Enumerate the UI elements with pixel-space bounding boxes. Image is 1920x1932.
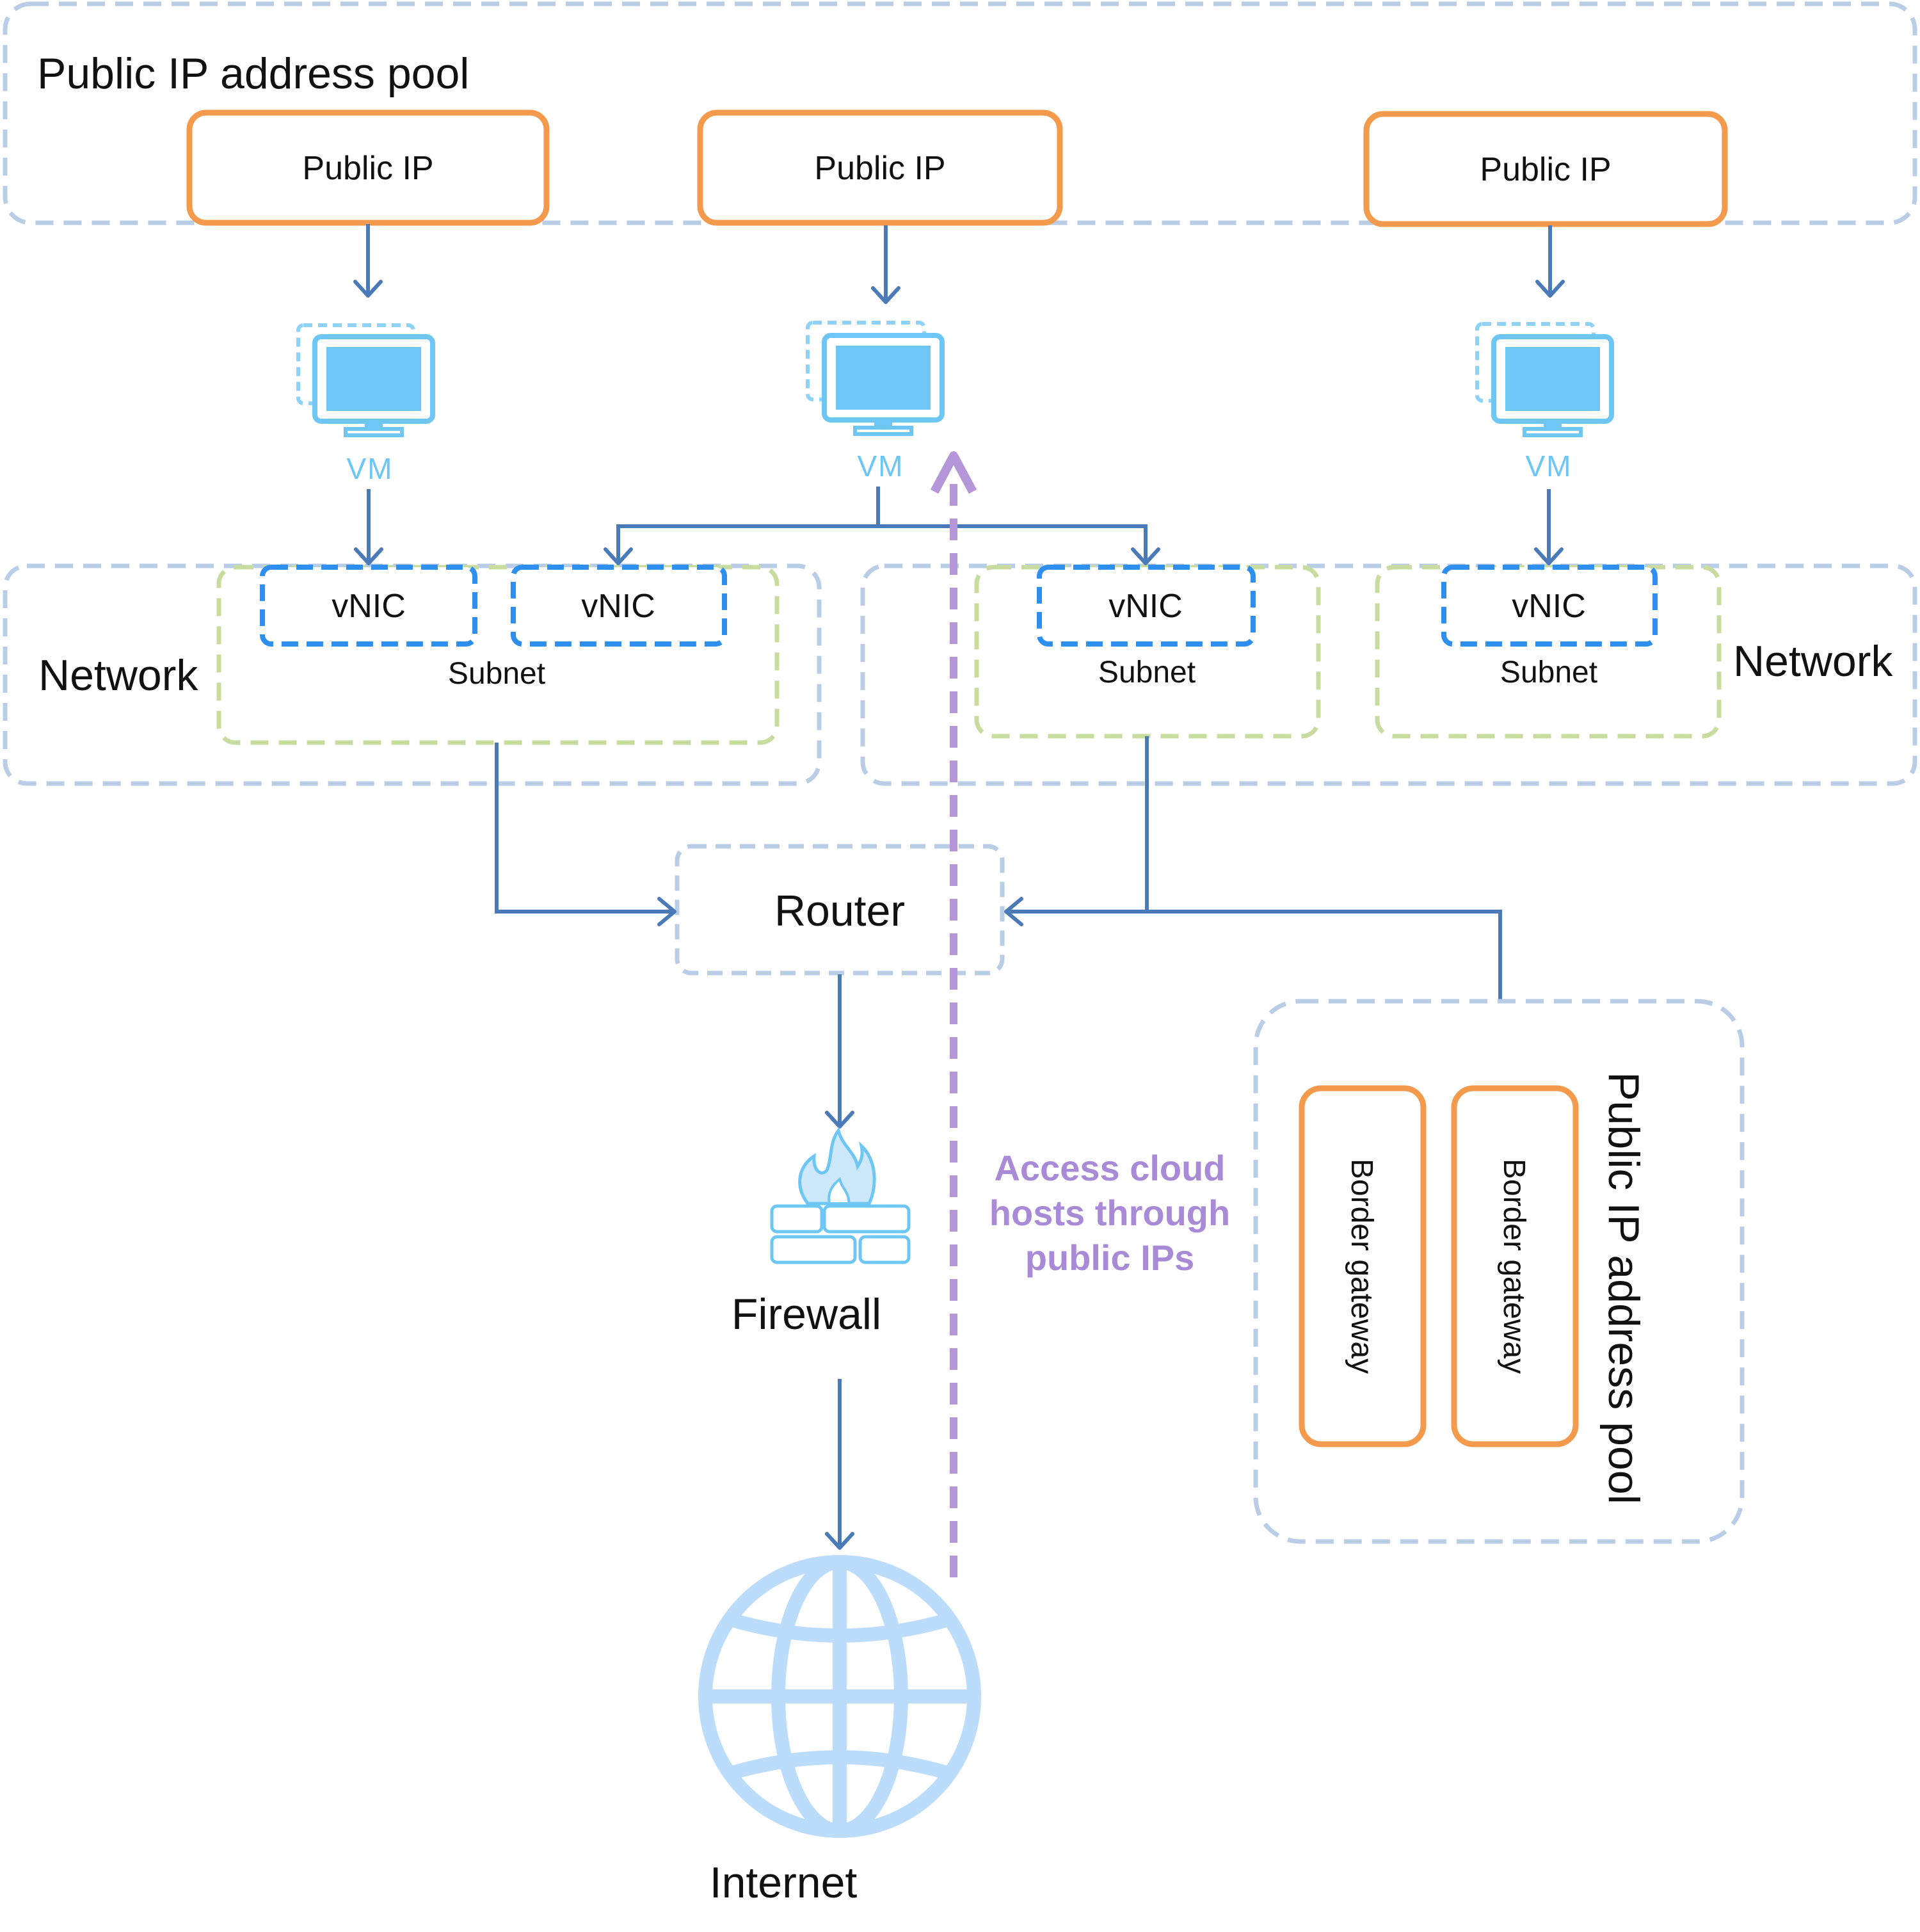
access-note-line-2: hosts through: [989, 1193, 1230, 1233]
arrow-vm1-vnic1: [354, 489, 383, 565]
vm-label: VM: [1526, 449, 1572, 483]
internet: Internet: [698, 1555, 981, 1907]
vnic-label: vNIC: [1512, 588, 1586, 625]
subnet-label: Subnet: [1500, 656, 1597, 689]
public-ip-label: Public IP: [814, 150, 945, 187]
left-network-border: [3, 563, 822, 786]
vm-label: VM: [347, 452, 394, 485]
firewall: Firewall: [732, 1127, 911, 1339]
arrow-firewall-internet: [825, 1379, 854, 1550]
vnic-2: vNIC: [511, 565, 727, 647]
vnic-3: [1037, 565, 1256, 647]
bottom-pool-border: [1253, 999, 1745, 1544]
firewall-label: Firewall: [732, 1290, 881, 1339]
vnic-4: [1441, 565, 1658, 647]
link-left-subnet-router: [495, 743, 676, 926]
access-note: Access cloud hosts through public IPs: [989, 1148, 1230, 1278]
arrow-ip1-vm1: [353, 224, 383, 298]
vm-monitor-icon: [806, 321, 945, 436]
router-label: Router: [774, 887, 905, 935]
vnic-label: vNIC: [581, 588, 655, 625]
top-public-ip-pool: Public IP address pool Public IP Public …: [3, 1, 1917, 227]
left-subnet-label: Subnet: [448, 657, 545, 691]
border-gateway-label: Border gateway: [1345, 1159, 1379, 1374]
access-note-line-3: public IPs: [1025, 1237, 1195, 1278]
vm-2: VM: [806, 321, 945, 483]
bottom-pool-title: Public IP address pool: [1599, 1072, 1648, 1504]
left-subnet-border: [216, 565, 780, 745]
top-pool-title: Public IP address pool: [37, 49, 469, 98]
left-network: Network Subnet vNIC vNIC: [3, 563, 822, 786]
internet-access-path: [930, 451, 977, 1577]
subnet-to-router-links: [495, 736, 1502, 1001]
internet-label: Internet: [710, 1858, 858, 1907]
vm-3: VM: [1475, 322, 1614, 483]
access-note-line-1: Access cloud: [994, 1148, 1225, 1188]
subnet-label: Subnet: [1098, 656, 1196, 689]
vm-monitor-icon: [296, 323, 435, 437]
arrow-ip3-vm3: [1535, 225, 1565, 298]
link-right-subnet-router: [1004, 736, 1149, 926]
vnic-label: vNIC: [1108, 588, 1183, 625]
left-network-label: Network: [38, 651, 198, 700]
router-box: [675, 844, 1005, 976]
vnic-1: vNIC: [260, 565, 477, 647]
vm-label: VM: [858, 449, 904, 483]
vnic-label: vNIC: [332, 588, 406, 625]
router: Router: [675, 844, 1005, 976]
border-gateway-2: Border gateway: [1451, 1085, 1579, 1447]
top-pool-border: [3, 1, 1917, 225]
right-subnet-2: vNIC Subnet: [1375, 565, 1722, 739]
vm-to-vnic-arrows: [354, 487, 1564, 565]
border-gateway-1: Border gateway: [1299, 1085, 1427, 1447]
vm-1: VM: [296, 323, 435, 485]
public-ip-label: Public IP: [302, 150, 433, 187]
public-ip-box-3: Public IP: [1363, 111, 1728, 227]
arrow-ip2-vm2: [871, 225, 900, 304]
right-network-label: Network: [1733, 637, 1893, 686]
firewall-icon: [770, 1127, 911, 1264]
public-ip-box-1: Public IP: [186, 109, 550, 226]
public-ip-label: Public IP: [1480, 151, 1611, 188]
bottom-public-ip-pool: Border gateway Border gateway Public IP …: [1253, 999, 1745, 1544]
globe-icon: [698, 1555, 981, 1838]
arrow-vm2-vnics: [604, 487, 1160, 565]
arrow-vm3-vnic4: [1534, 489, 1564, 565]
ip-to-vm-arrows: [353, 224, 1565, 304]
border-gateway-label: Border gateway: [1497, 1159, 1531, 1374]
right-network: Network vNIC Subnet vNIC Subnet: [860, 563, 1917, 786]
right-subnet-1: vNIC Subnet: [974, 565, 1321, 739]
public-ip-box-2: Public IP: [697, 109, 1063, 226]
right-network-border: [860, 563, 1917, 786]
vm-monitor-icon: [1475, 322, 1614, 437]
link-gateway-router: [1147, 910, 1502, 1001]
arrow-router-firewall: [825, 974, 854, 1129]
